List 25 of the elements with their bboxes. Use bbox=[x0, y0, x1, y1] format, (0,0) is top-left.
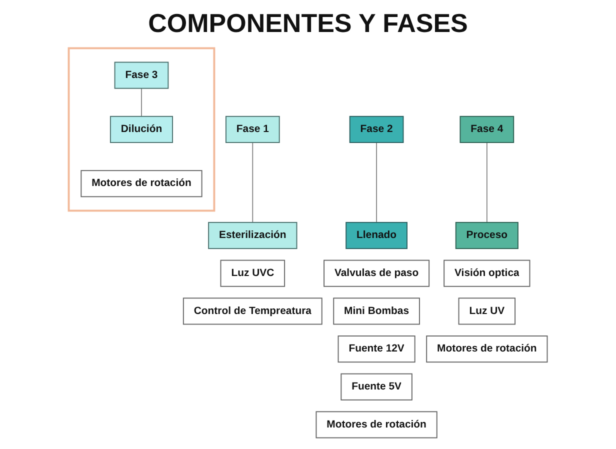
node-box: Fase 3 bbox=[114, 62, 169, 89]
node-box: Luz UVC bbox=[220, 260, 286, 287]
diagram-title: COMPONENTES Y FASES bbox=[147, 8, 469, 39]
connector bbox=[141, 88, 142, 117]
node-box: Fase 1 bbox=[225, 116, 280, 143]
node-box: Motores de rotación bbox=[426, 336, 548, 363]
node-box: Fuente 5V bbox=[340, 373, 412, 400]
connector bbox=[376, 142, 377, 223]
node-box: Llenado bbox=[346, 222, 408, 250]
node-box: Esterilización bbox=[208, 222, 298, 250]
node-box: Proceso bbox=[455, 222, 518, 250]
node-box: Visión optica bbox=[444, 260, 530, 287]
node-box: Fase 2 bbox=[349, 116, 404, 143]
node-box: Motores de rotación bbox=[316, 411, 438, 438]
node-box: Dilución bbox=[110, 116, 174, 143]
node-box: Control de Tempreatura bbox=[182, 298, 322, 325]
node-box: Motores de rotación bbox=[80, 170, 202, 198]
connector bbox=[252, 142, 254, 223]
node-box: Fase 4 bbox=[460, 116, 514, 143]
node-box: Luz UV bbox=[458, 298, 516, 325]
node-box: Mini Bombas bbox=[333, 298, 420, 325]
node-box: Fuente 12V bbox=[338, 336, 416, 363]
connector bbox=[486, 142, 488, 223]
node-box: Valvulas de paso bbox=[324, 260, 430, 287]
cluster bbox=[68, 47, 216, 212]
